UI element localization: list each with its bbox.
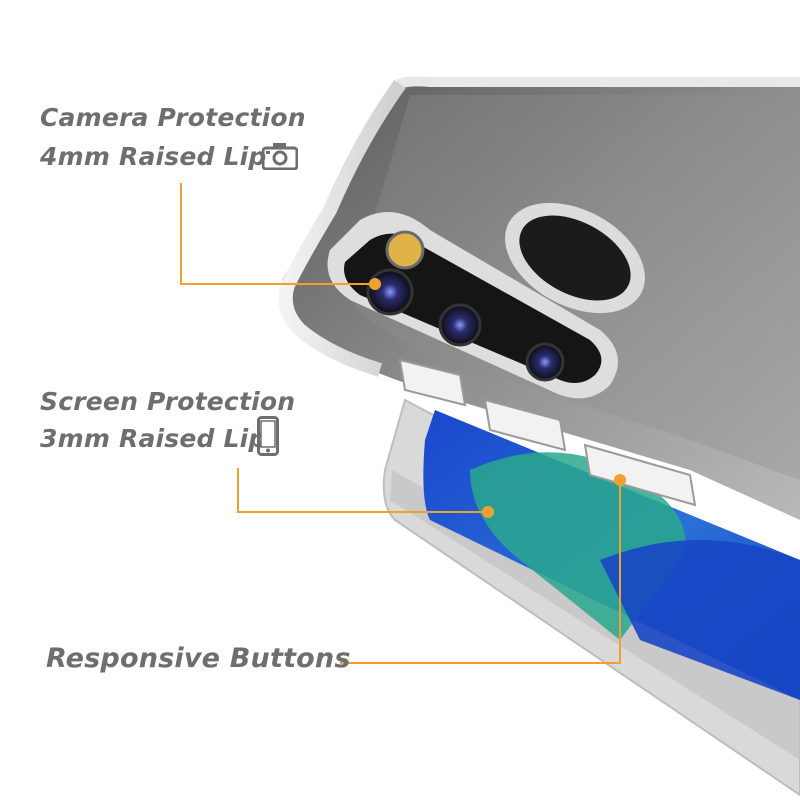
- smartphone-icon: [257, 416, 279, 456]
- flash-icon: [385, 230, 425, 270]
- fingerprint-cutout: [505, 202, 645, 314]
- side-buttons: [398, 358, 697, 507]
- responsive-buttons-title: Responsive Buttons: [46, 643, 351, 674]
- camera-icon: [262, 143, 298, 170]
- phone-screen: [423, 410, 800, 700]
- callout-lines: [180, 183, 621, 664]
- screen-raised-lip-text: 3mm Raised Lip: [40, 424, 267, 453]
- camera-protection-title: Camera Protection: [40, 103, 306, 132]
- camera-raised-lip-text: 4mm Raised Lip: [40, 142, 267, 171]
- screen-protection-title: Screen Protection: [40, 387, 296, 416]
- callout-dots: [369, 278, 626, 518]
- camera-module: [327, 212, 618, 399]
